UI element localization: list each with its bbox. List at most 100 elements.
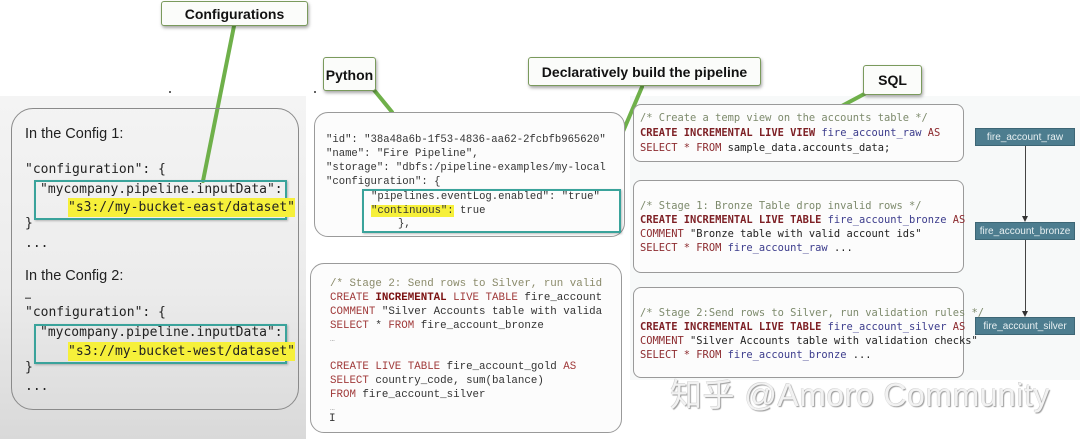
config2-key: "mycompany.pipeline.inputData": [40,325,283,340]
config2-heading: In the Config 2: [25,268,124,284]
sql-stage2-line8: SELECT country_code, sum(balance) [330,374,544,389]
sql-bronze-comment: /* Stage 1: Bronze Table drop invalid ro… [640,199,922,214]
keyword: CREATE LIVE TABLE [330,361,447,373]
config1-value: "s3://my-bucket-east/dataset" [68,198,295,217]
config1-heading: In the Config 1: [25,126,124,142]
identifier: fire_account_gold [446,361,564,373]
keyword: CREATE [330,292,376,304]
sql-stage2-panel [310,263,622,433]
callout-sql: SQL [863,65,922,95]
identifier: fire_account_bronze [420,320,544,332]
watermark: 知乎 @Amoro Community [670,377,1050,413]
config1-close: } [25,216,33,231]
sql-stage2-line4: SELECT * FROM fire_account_bronze [330,319,544,334]
dot-mark [169,91,171,93]
comment-text: /* Stage 2:Send rows to Silver, run vali… [640,307,985,319]
keyword: COMMENT [640,228,691,240]
keyword: AS [952,321,966,333]
callout-python: Python [323,57,376,91]
python-line-continuous: "continuous": true [371,204,485,219]
callout-configurations: Configurations [161,1,308,26]
dag-node-label: fire_account_bronze [979,225,1071,237]
keyword: COMMENT [330,306,382,318]
sql-bronze-line3: COMMENT "Bronze table with valid account… [640,227,922,242]
keyword: AS [952,214,966,226]
text-cursor: I [329,413,336,425]
arrow-down-icon [1022,311,1028,317]
configuration-panel [11,108,299,410]
config1-ellipsis: ... [25,236,49,251]
continuous-key: "continuous": [371,205,454,217]
python-line-id: "id": "38a48a6b-1f53-4836-aa62-2fcbfb965… [326,134,606,146]
comment-text: /* Create a temp view on the accounts ta… [640,112,928,124]
sql-bronze-line2: CREATE INCREMENTAL LIVE TABLE fire_accou… [640,213,965,228]
python-line-name: "name": "Fire Pipeline", [326,148,479,160]
sql-silver-comment: /* Stage 2:Send rows to Silver, run vali… [640,306,984,321]
identifier: fire_account_silver [827,321,953,333]
sql-silver-line4: SELECT * FROM fire_account_bronze ... [640,348,872,363]
identifier: fire_account_bronze [827,214,953,226]
identifier: fire_account_silver [362,389,486,401]
keyword: SELECT * FROM [640,242,728,254]
config1-key: "mycompany.pipeline.inputData": [40,182,283,197]
identifier: sample_data.accounts_data; [727,142,891,154]
keyword: SELECT * FROM [640,349,728,361]
config-panel-background [0,96,306,439]
sql-stage2-comment: /* Stage 2: Send rows to Silver, run val… [330,277,602,292]
sql-stage2-line3: COMMENT "Silver Accounts table with vali… [330,305,602,320]
keyword: CREATE INCREMENTAL LIVE TABLE [640,321,828,333]
sql-box-silver [633,287,964,378]
python-line-eventlog: "pipelines.eventLog.enabled": "true" [371,191,600,203]
callout-configurations-label: Configurations [184,5,285,22]
callout-sql-label: SQL [878,72,907,88]
sql-raw-comment: /* Create a temp view on the accounts ta… [640,111,928,126]
config2-close: } [25,360,33,375]
dag-edge-bronze-silver [1025,240,1026,311]
keyword: AS [927,127,941,139]
dag-node-label: fire_account_raw [986,131,1064,143]
callout-declarative-label: Declaratively build the pipeline [541,63,748,80]
python-highlight-box [362,189,621,233]
keyword: SELECT [330,320,376,332]
python-line-storage: "storage": "dbfs:/pipeline-examples/my-l… [326,162,606,174]
sql-stage2-line9: FROM fire_account_silver [330,388,486,403]
identifier: fire_account_raw [727,242,834,254]
ellipsis: ... [833,242,853,254]
string-literal: "Silver Accounts table with validation c… [690,335,978,347]
config1-open: "configuration": { [25,162,166,177]
identifier: fire_account_bronze [727,349,853,361]
sql-raw-line2: CREATE INCREMENTAL LIVE VIEW fire_accoun… [640,126,940,141]
sql-silver-line3: COMMENT "Silver Accounts table with vali… [640,334,978,349]
dag-edge-raw-bronze [1025,146,1026,216]
string-literal: "Bronze table with valid account ids" [690,228,922,240]
ellipsis: ... [852,349,872,361]
keyword: AS [563,361,577,373]
keyword: CREATE INCREMENTAL LIVE VIEW [640,127,822,139]
sql-box-bronze [633,180,964,273]
callout-declarative: Declaratively build the pipeline [528,57,761,86]
string-literal: "Silver Accounts table with valida [381,306,603,318]
python-line-configuration: "configuration": { [326,176,441,188]
keyword: SELECT * FROM [640,142,728,154]
keyword: CREATE INCREMENTAL LIVE TABLE [640,214,828,226]
sql-bronze-line4: SELECT * FROM fire_account_raw ... [640,241,853,256]
keyword: FROM [330,389,363,401]
sql-stage2-ellipsis-2: … [330,404,335,413]
keyword: SELECT [330,375,376,387]
dag-node-bronze[interactable]: fire_account_bronze [975,222,1075,240]
keyword-bold: INCREMENTAL [375,292,447,304]
star: * [375,320,389,332]
dot-mark [314,91,316,93]
config2-pre-ellipsis: … [25,291,32,302]
keyword: LIVE TABLE [446,292,525,304]
dag-node-raw[interactable]: fire_account_raw [975,128,1075,146]
config2-value: "s3://my-bucket-west/dataset" [68,342,295,361]
sql-stage2-ellipsis: … [330,335,335,344]
identifier: fire_account_raw [821,127,928,139]
sql-raw-line3: SELECT * FROM sample_data.accounts_data; [640,141,890,156]
dag-node-silver[interactable]: fire_account_silver [975,317,1075,335]
sql-stage2-line2: CREATE INCREMENTAL LIVE TABLE fire_accou… [330,291,602,306]
dag-node-label: fire_account_silver [983,320,1067,332]
comment-text: /* Stage 2: Send rows to Silver, run val… [330,278,603,290]
keyword: FROM [388,320,421,332]
